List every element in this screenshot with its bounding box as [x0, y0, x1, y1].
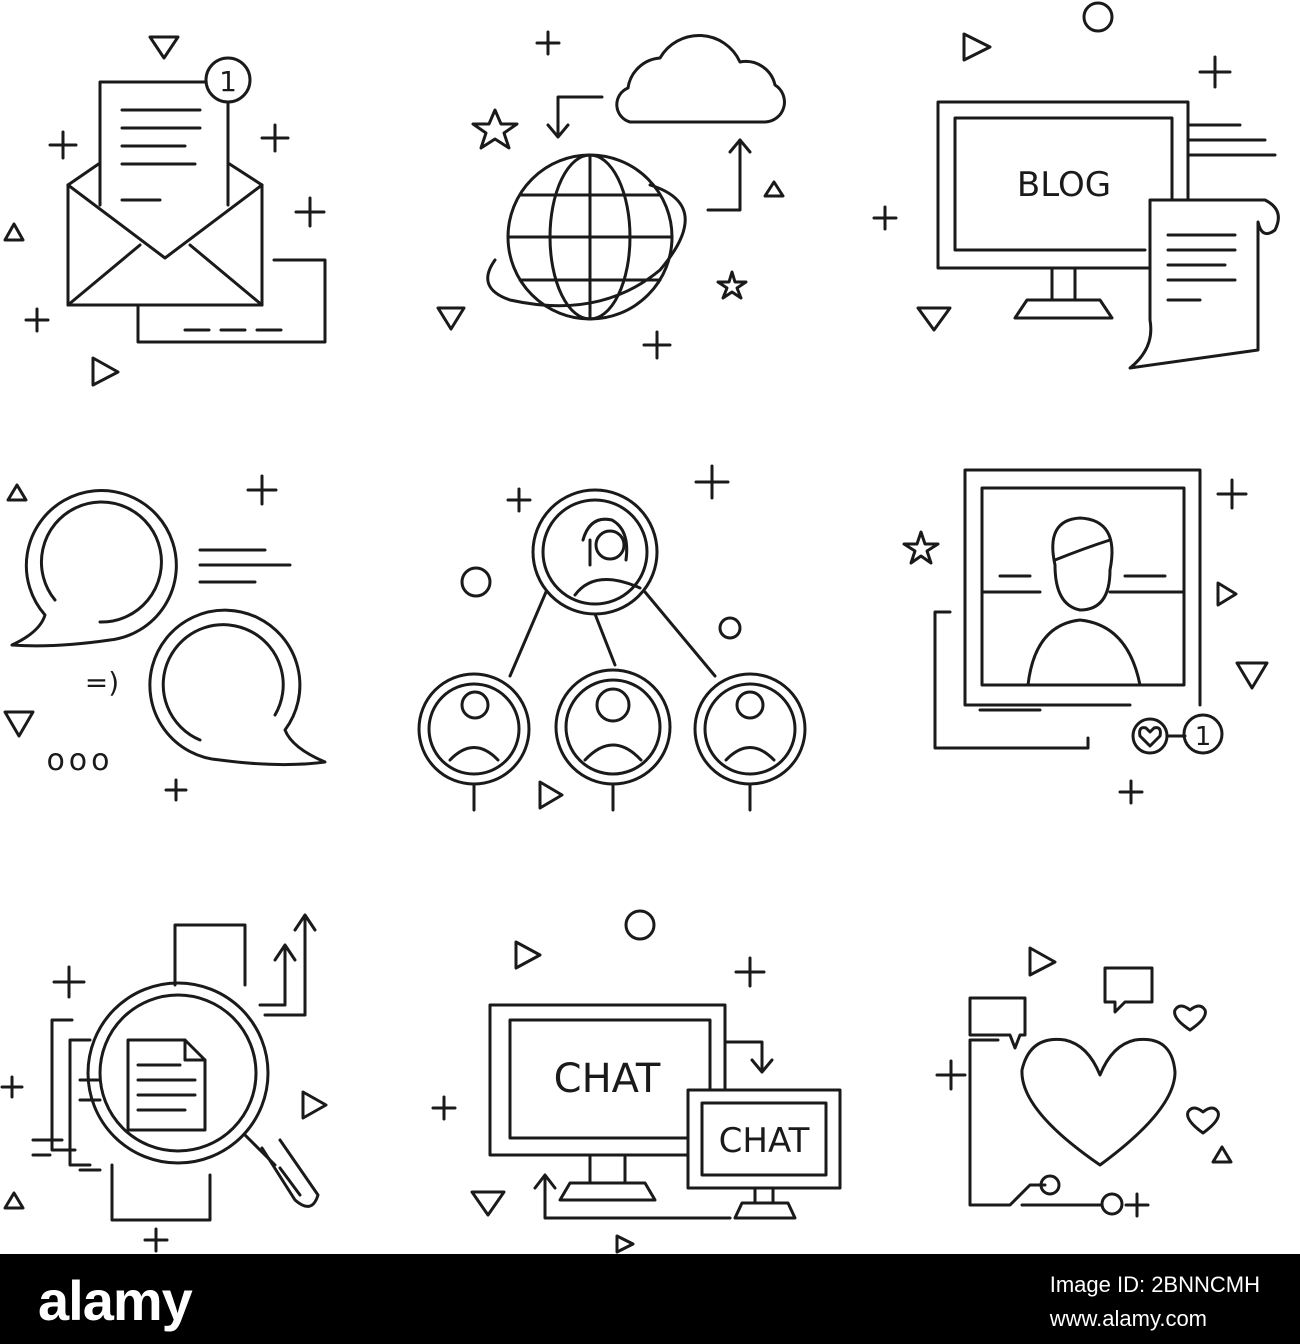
chat-label-small: CHAT [719, 1121, 810, 1161]
decor-chat [431, 909, 766, 1254]
decor-team [460, 464, 742, 810]
globe-icon [486, 153, 687, 321]
decor-search [0, 965, 328, 1253]
search-documents-icon [31, 913, 320, 1222]
chat-monitors-icon: CHAT CHAT [488, 1003, 842, 1220]
message-bubbles-icon [968, 966, 1220, 1135]
smiley-text: =) [85, 666, 119, 699]
image-id-text: Image ID: 2BNNCMH [1049, 1272, 1260, 1297]
decor-photo [902, 478, 1269, 805]
decor-chat-bubbles [3, 474, 278, 802]
team-hierarchy-icon [417, 488, 807, 812]
cloud-icon [615, 34, 786, 124]
notification-badge: 1 [204, 56, 252, 104]
blog-monitor-icon: BLOG [936, 100, 1277, 320]
sync-arrows [546, 95, 752, 212]
decor-mail [3, 35, 326, 387]
decor-blog [872, 1, 1232, 332]
stock-logo: alamy [38, 1269, 193, 1332]
photo-profile-icon: 1 [933, 468, 1224, 755]
speech-bubbles-icon: =) ooo [10, 489, 327, 778]
mail-badge-count: 1 [219, 65, 237, 98]
stock-watermark-bar: alamy Image ID: 2BNNCMH www.alamy.com [0, 1254, 1300, 1344]
chat-label-large: CHAT [554, 1056, 661, 1102]
site-url-text: www.alamy.com [1049, 1306, 1208, 1331]
heart-icon [968, 1037, 1177, 1216]
mail-envelope-icon [66, 80, 327, 344]
decor-love [935, 946, 1233, 1218]
stock-meta: Image ID: 2BNNCMH www.alamy.com [1050, 1272, 1260, 1332]
document-scroll-icon [1128, 198, 1280, 370]
typing-dots: ooo [46, 743, 113, 778]
photo-badge-count: 1 [1195, 722, 1212, 752]
icon-set-artwork: 1 [0, 1, 1280, 1254]
blog-label: BLOG [1017, 165, 1111, 205]
decor-globe [436, 30, 785, 360]
